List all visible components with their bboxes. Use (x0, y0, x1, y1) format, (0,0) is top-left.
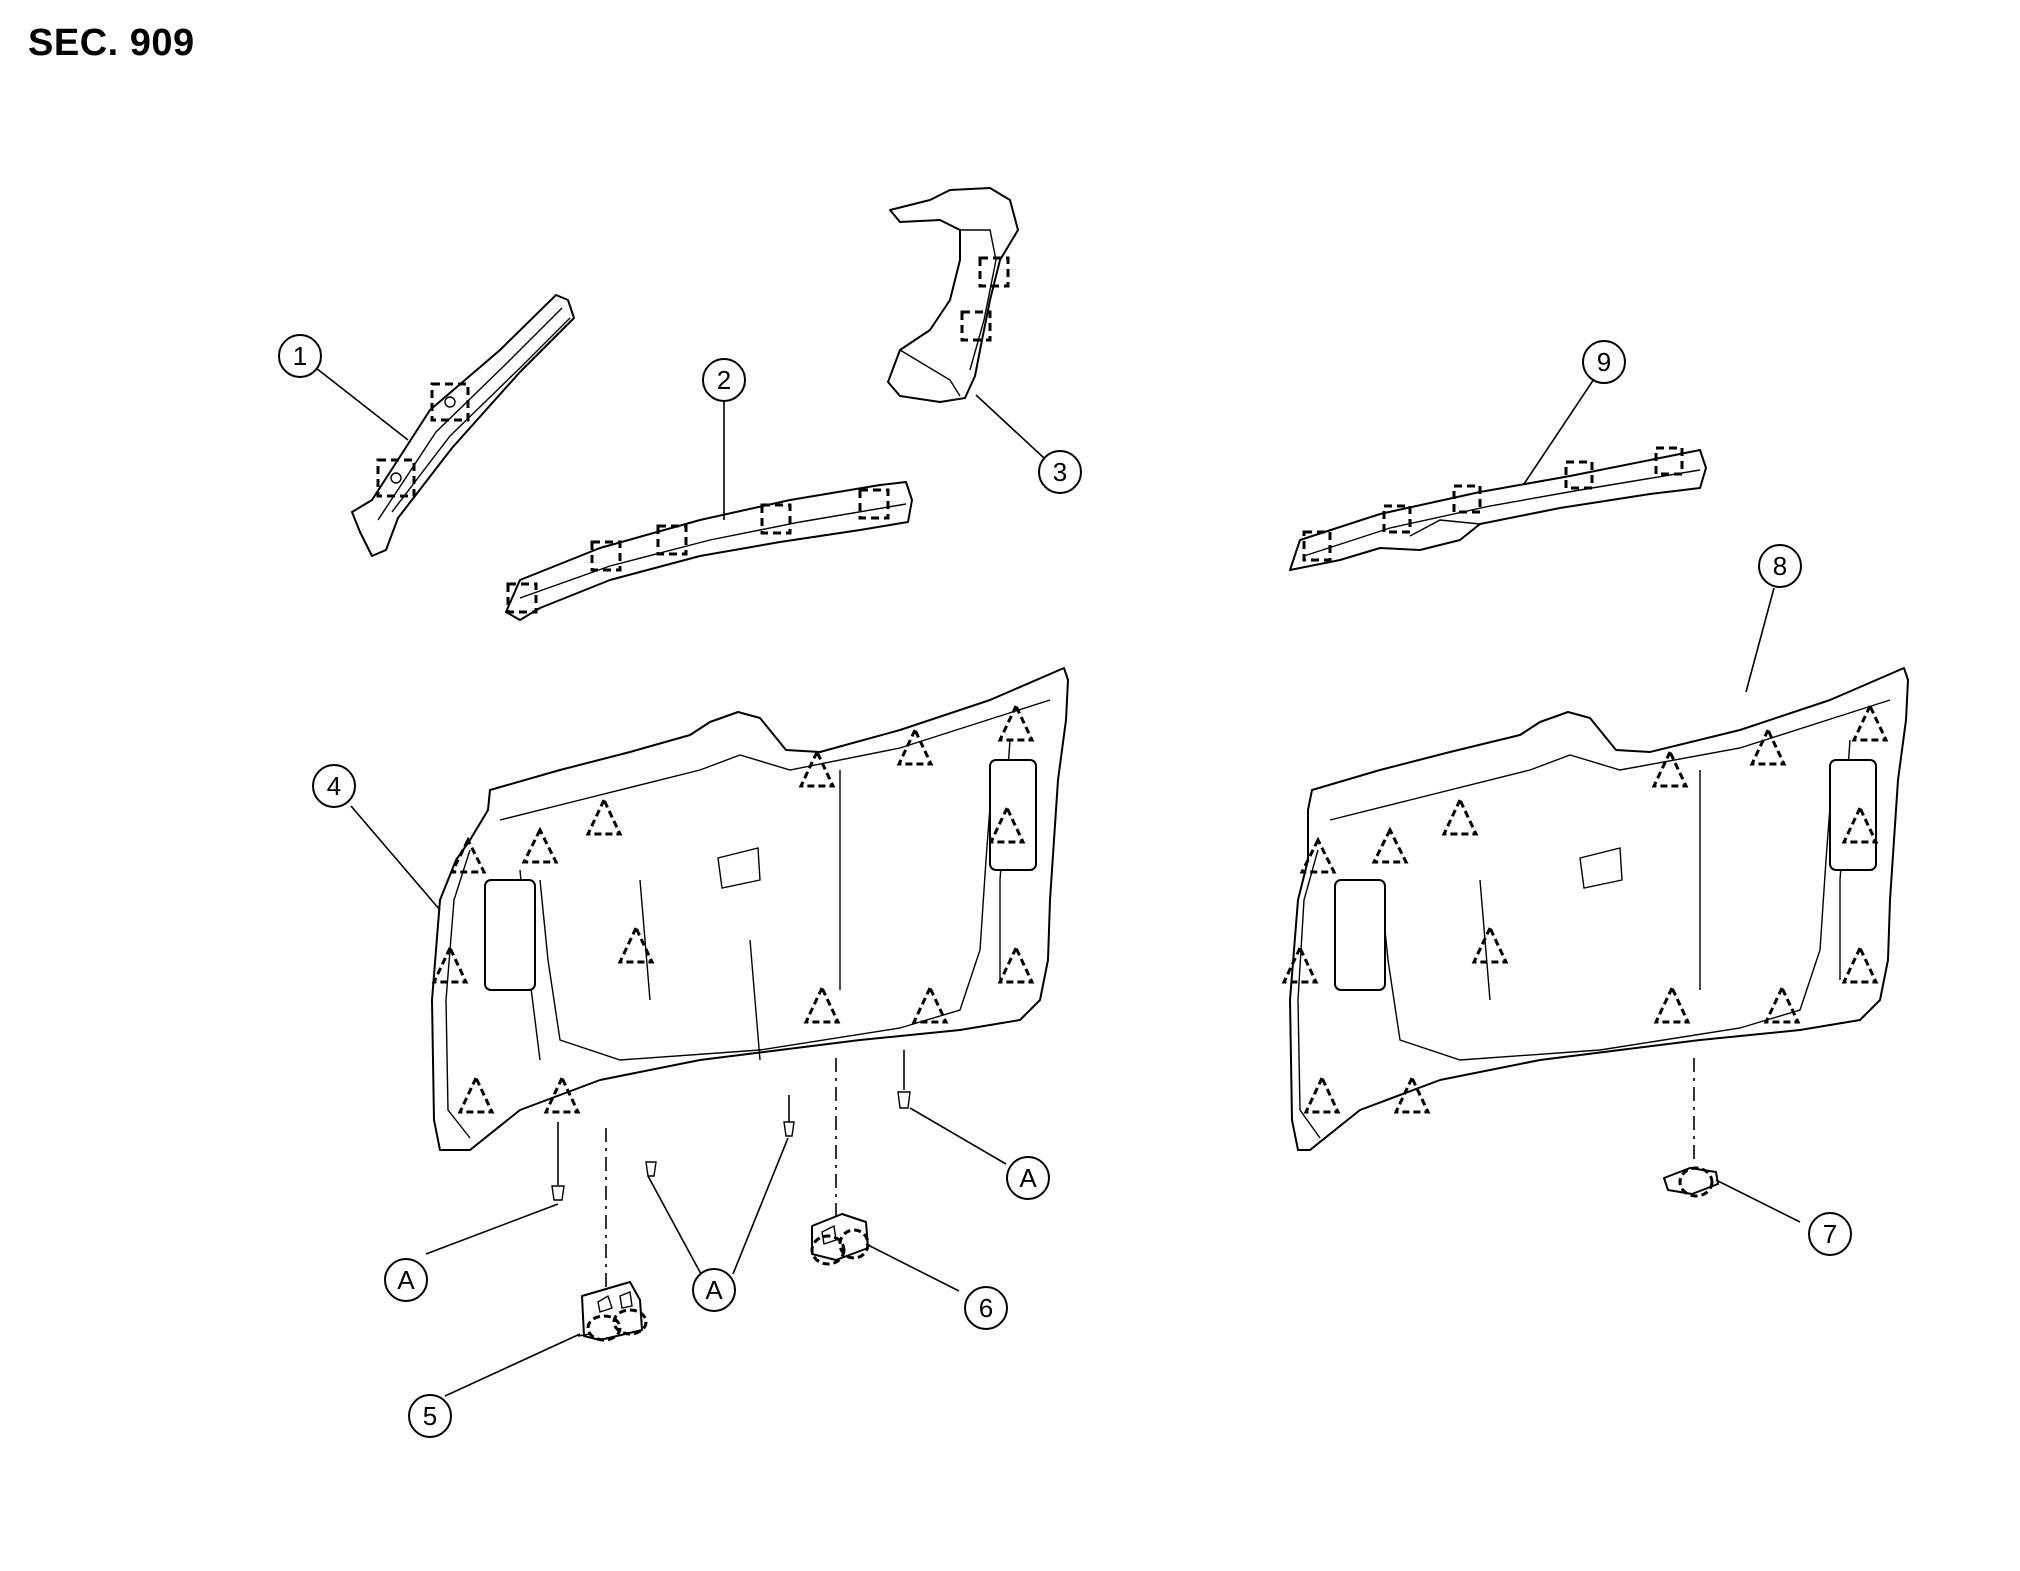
leader-lines (315, 367, 1801, 1397)
callout-1: 1 (278, 334, 322, 378)
callout-label-6: 6 (979, 1293, 993, 1323)
callout-9: 9 (1582, 340, 1626, 384)
callout-3: 3 (1038, 450, 1082, 494)
callout-6: 6 (964, 1286, 1008, 1330)
callout-label-9: 9 (1597, 347, 1611, 377)
callout-label-7: 7 (1823, 1219, 1837, 1249)
part-5-bracket (577, 1281, 648, 1342)
callout-2: 2 (702, 358, 746, 402)
trim-clip-triangles-rh (1281, 702, 1889, 1114)
callout-label-8: 8 (1773, 551, 1787, 581)
part-4-back-door-trim (431, 667, 1069, 1151)
callout-label-4: 4 (327, 771, 341, 801)
callout-a-left: A (384, 1258, 428, 1302)
callout-8: 8 (1758, 544, 1802, 588)
callout-a-middle: A (692, 1268, 736, 1312)
callout-label-3: 3 (1053, 457, 1067, 487)
callout-label-a-left: A (397, 1265, 415, 1295)
part-9-roof-rail-finisher-rh (1289, 446, 1707, 571)
callout-7: 7 (1808, 1212, 1852, 1256)
part-6-bracket (810, 1213, 870, 1266)
callout-4: 4 (312, 764, 356, 808)
trim-clip-triangles (431, 702, 1035, 1114)
callout-label-a-right: A (1019, 1163, 1037, 1193)
part-1-pillar-finisher (351, 294, 575, 557)
callout-label-a-middle: A (705, 1275, 723, 1305)
callout-5: 5 (408, 1394, 452, 1438)
callout-label-2: 2 (717, 365, 731, 395)
callout-label-1: 1 (293, 341, 307, 371)
screws-a (551, 1050, 911, 1201)
callout-a-right: A (1006, 1156, 1050, 1200)
part-8-back-door-trim-rh (1281, 667, 1909, 1151)
part-3-corner-finisher (887, 187, 1019, 403)
part-2-roof-rail-finisher (505, 481, 913, 621)
section-title: SEC. 909 (28, 22, 195, 64)
part-7-clip (1663, 1166, 1719, 1198)
callout-label-5: 5 (423, 1401, 437, 1431)
